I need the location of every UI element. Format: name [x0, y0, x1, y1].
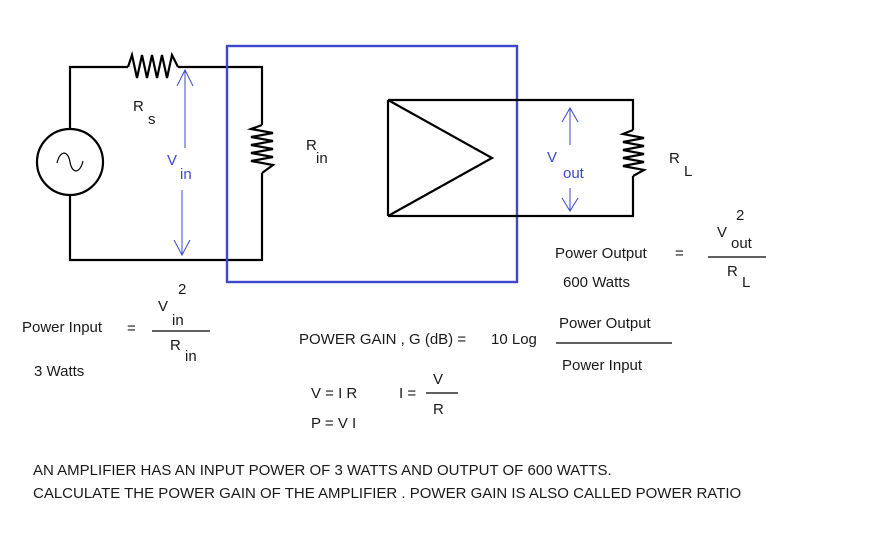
vin-label-main: V: [167, 152, 177, 169]
ohm-law-formula: V = I R: [311, 385, 357, 402]
power-output-den-sub: L: [742, 274, 750, 291]
current-formula-den: R: [433, 401, 444, 418]
power-output-exponent: 2: [736, 207, 744, 224]
rin-label-main: R: [306, 137, 317, 154]
vout-label-main: V: [547, 149, 557, 166]
rs-label-main: R: [133, 98, 144, 115]
power-output-num-sub: out: [731, 235, 753, 252]
power-output-den-main: R: [727, 263, 738, 280]
vout-arrow-down-icon: [561, 188, 579, 212]
rs-label-sub: s: [148, 111, 156, 128]
power-input-num-sub: in: [172, 312, 184, 329]
power-gain-label: POWER GAIN , G (dB) =: [299, 331, 466, 348]
vin-arrow-down-icon: [173, 190, 191, 257]
rin-label-sub: in: [316, 150, 328, 167]
rl-label-main: R: [669, 150, 680, 167]
power-input-den-sub: in: [185, 348, 197, 365]
power-output-label: Power Output: [555, 245, 648, 262]
power-output-value: 600 Watts: [563, 274, 630, 291]
input-loop-wires: [68, 65, 264, 262]
power-gain-denominator: Power Input: [562, 357, 643, 374]
amplifier-triangle-icon: [386, 99, 495, 217]
vout-label-sub: out: [563, 165, 585, 182]
current-formula-eq: I =: [399, 385, 416, 402]
problem-line-1: AN AMPLIFIER HAS AN INPUT POWER OF 3 WAT…: [33, 462, 612, 479]
vin-arrow-up-icon: [176, 68, 194, 148]
power-output-eq: =: [675, 245, 684, 262]
power-formula: P = V I: [311, 415, 356, 432]
resistor-rin-icon: [246, 123, 276, 174]
amplifier-block: [225, 44, 519, 284]
power-input-label: Power Input: [22, 319, 103, 336]
vout-arrow-up-icon: [561, 106, 579, 145]
power-input-eq: =: [127, 320, 136, 337]
vin-label-sub: in: [180, 166, 192, 183]
power-input-num-main: V: [158, 298, 168, 315]
power-input-den-main: R: [170, 337, 181, 354]
power-gain-log: 10 Log: [491, 331, 537, 348]
power-gain-numerator: Power Output: [559, 315, 652, 332]
current-formula-num: V: [433, 371, 443, 388]
power-input-value: 3 Watts: [34, 363, 84, 380]
power-output-num-main: V: [717, 224, 727, 241]
resistor-rs-icon: [126, 50, 179, 79]
resistor-rl-icon: [619, 128, 648, 177]
output-loop-wires: [388, 98, 635, 218]
ac-source-icon: [35, 127, 105, 197]
problem-line-2: CALCULATE THE POWER GAIN OF THE AMPLIFIE…: [33, 485, 741, 502]
rl-label-sub: L: [684, 163, 692, 180]
power-input-exponent: 2: [178, 281, 186, 298]
